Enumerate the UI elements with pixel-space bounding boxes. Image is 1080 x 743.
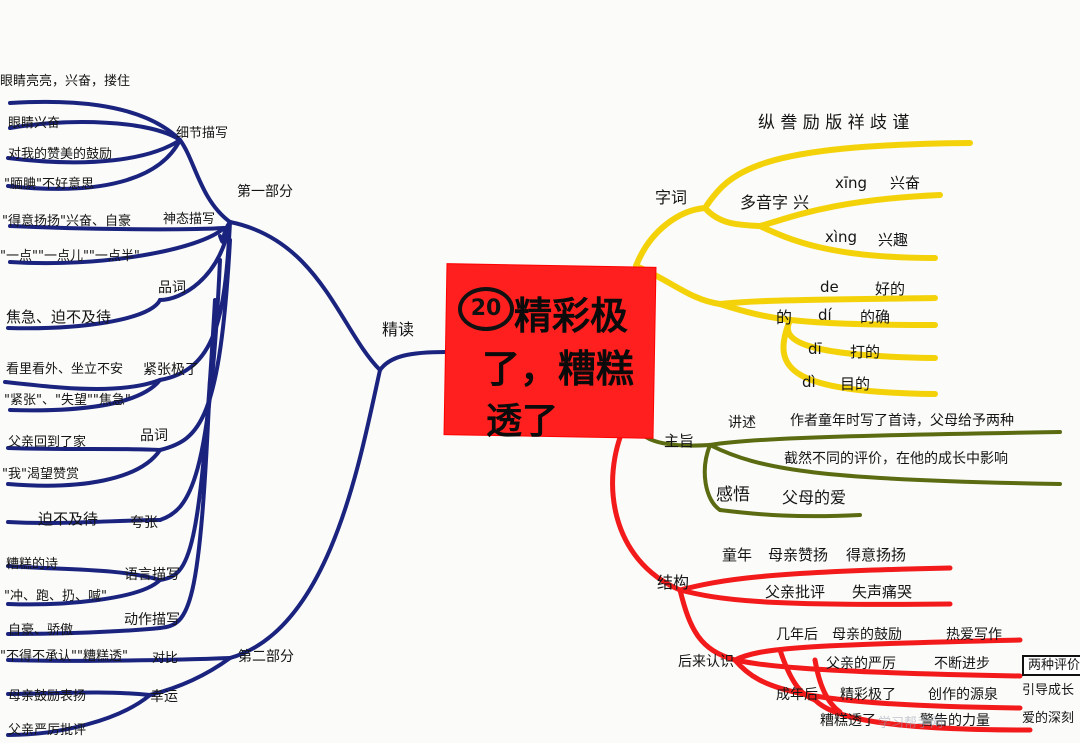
zhuzhi-line-2: 截然不同的评价，在他的成长中影响 (784, 451, 1008, 467)
label-pinci-2: 品词 (140, 428, 168, 444)
note-5: "得意扬扬"兴奋、自豪 (2, 214, 131, 229)
boxed-note-2: 引导成长 (1022, 683, 1075, 698)
label-duibi: 对比 (152, 651, 179, 666)
jingcai-jile: 精彩极了 (840, 687, 896, 703)
xing2-pinyin: xìng (825, 228, 858, 246)
fq-piping: 父亲批评 (765, 583, 826, 601)
note-15: 自豪、骄傲 (8, 623, 74, 638)
di3-word: 目的 (840, 375, 871, 393)
note-14: "冲、跑、扔、喊" (4, 589, 107, 604)
note-16: "不得不承认""糟糕透" (0, 649, 128, 664)
note-11: "我"渴望赞赏 (2, 467, 79, 482)
de-pinyin: de (820, 278, 839, 296)
label-jingdu: 精读 (382, 320, 415, 339)
label-yuyan: 语言描写 (124, 567, 180, 583)
ganwu-word: 父母的爱 (782, 488, 847, 507)
lesson-number: 20 (458, 287, 514, 331)
shisheng-tongku: 失声痛哭 (852, 583, 913, 601)
mq-zanyang: 母亲赞扬 (768, 546, 829, 564)
label-houlai: 后来认识 (678, 654, 734, 670)
zhuzhi-line-1: 作者童年时写了首诗，父母给予两种 (790, 413, 1014, 429)
deyi-yangyang: 得意扬扬 (846, 546, 907, 564)
note-4: "腼腆"不好意思 (4, 177, 94, 192)
xing1-pinyin: xīng (835, 174, 868, 192)
word-branches (633, 140, 973, 397)
left-branches (3, 99, 448, 737)
chuangzuo-yuanquan: 创作的源泉 (928, 687, 998, 703)
label-jinzhang: 紧张极了 (143, 362, 199, 378)
note-18: 父亲严厉批评 (8, 723, 87, 738)
watermark: 学习帮手网 (878, 716, 944, 731)
note-2: 眼睛兴奋 (8, 116, 61, 131)
label-dongzuo: 动作描写 (124, 612, 180, 628)
note-6: "一点""一点儿""一点半" (0, 249, 140, 264)
note-3: 对我的赞美的鼓励 (8, 147, 113, 162)
note-10: 父亲回到了家 (8, 435, 87, 450)
label-duoyin: 多音字 兴 (740, 193, 810, 212)
label-part2: 第二部分 (238, 649, 294, 665)
note-17: 母亲鼓励表扬 (8, 689, 87, 704)
boxed-note-3: 爱的深刻 (1022, 711, 1075, 726)
di2-word: 打的 (850, 343, 881, 361)
label-ganwu: 感悟 (716, 485, 750, 505)
label-jiegou: 结构 (657, 573, 690, 592)
label-shentai: 神态描写 (163, 212, 216, 227)
label-kuazhang: 夸张 (130, 515, 158, 531)
note-7: 焦急、迫不及待 (6, 308, 112, 326)
xing2-word: 兴趣 (878, 231, 909, 249)
label-xijie: 细节描写 (176, 126, 229, 141)
reai-xiezuo: 热爱写作 (946, 627, 1002, 643)
di3-pinyin: dì (802, 373, 816, 391)
note-13: 糟糕的诗 (6, 557, 59, 572)
note-12: 迫不及待 (38, 510, 99, 528)
fq-yanli: 父亲的严厉 (826, 656, 896, 672)
label-jinianhou: 几年后 (776, 627, 818, 643)
title-line-2: 了，糟糕 (482, 347, 635, 391)
di2-pinyin: dī (808, 340, 822, 358)
xing1-word: 兴奋 (890, 174, 921, 192)
label-zhuzhi: 主旨 (664, 432, 695, 450)
title-line-3: 透了 (486, 401, 559, 442)
di1-pinyin: dí (818, 306, 832, 324)
buduan-jinbu: 不断进步 (934, 656, 990, 672)
jinggao-liliang: 警告的力量 (920, 713, 990, 729)
note-8: 看里看外、坐立不安 (6, 362, 124, 377)
mq-guli: 母亲的鼓励 (832, 627, 902, 643)
label-part1: 第一部分 (237, 184, 293, 200)
boxed-note-1: 两种评价 (1022, 655, 1080, 676)
label-chengnianhou: 成年后 (776, 687, 818, 703)
label-xingyun: 幸运 (150, 689, 178, 705)
structure-branches (610, 422, 1033, 733)
label-jishu: 讲述 (728, 415, 756, 431)
title-line-1: 精彩极 (514, 294, 629, 338)
di1-word: 的确 (860, 308, 891, 326)
note-9: "紧张"、"失望""焦急" (4, 393, 131, 408)
zaogao-toule: 糟糕透了 (820, 713, 876, 729)
de-char: 的 (776, 308, 793, 327)
note-1: 眼睛亮亮，兴奋，搂住 (0, 74, 131, 89)
de-word: 好的 (875, 280, 906, 298)
char-row: 纵 誊 励 版 祥 歧 谨 (758, 113, 910, 133)
label-pinci-1: 品词 (158, 280, 186, 296)
label-tongnian: 童年 (722, 546, 753, 564)
label-ziti: 字词 (655, 188, 688, 207)
